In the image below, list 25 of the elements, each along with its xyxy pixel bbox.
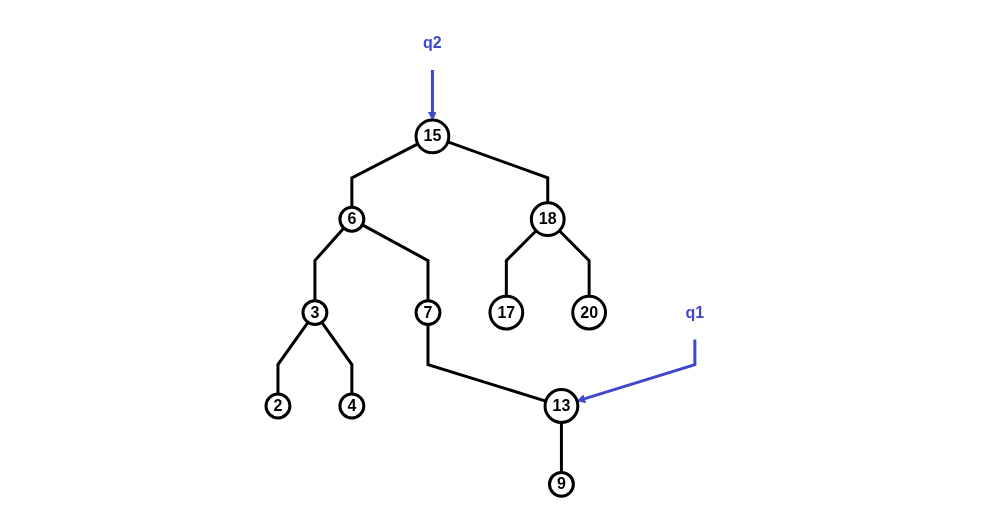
node-circle: 3	[301, 299, 329, 327]
connector	[560, 422, 564, 473]
connector	[447, 140, 550, 204]
node-circle: 17	[488, 295, 525, 331]
connector	[505, 230, 538, 297]
node-circle: 4	[338, 392, 366, 420]
node-circle: 7	[414, 299, 442, 327]
connector	[362, 223, 430, 301]
node-text: q1	[685, 303, 705, 321]
connector	[276, 321, 310, 395]
connector	[313, 227, 346, 301]
arrow	[577, 339, 697, 404]
arrow	[428, 70, 438, 121]
node-circle: 15	[414, 118, 451, 155]
connector	[426, 324, 547, 403]
node-circle: 18	[530, 201, 566, 238]
node-circle: 13	[543, 388, 580, 425]
node-circle: 9	[548, 471, 576, 499]
node-text: q2	[423, 34, 443, 52]
node-circle: 20	[571, 295, 608, 331]
connector	[558, 230, 591, 297]
connector	[321, 321, 354, 395]
node-circle: 2	[264, 392, 292, 420]
connector	[350, 142, 419, 208]
node-circle: 6	[338, 206, 366, 233]
